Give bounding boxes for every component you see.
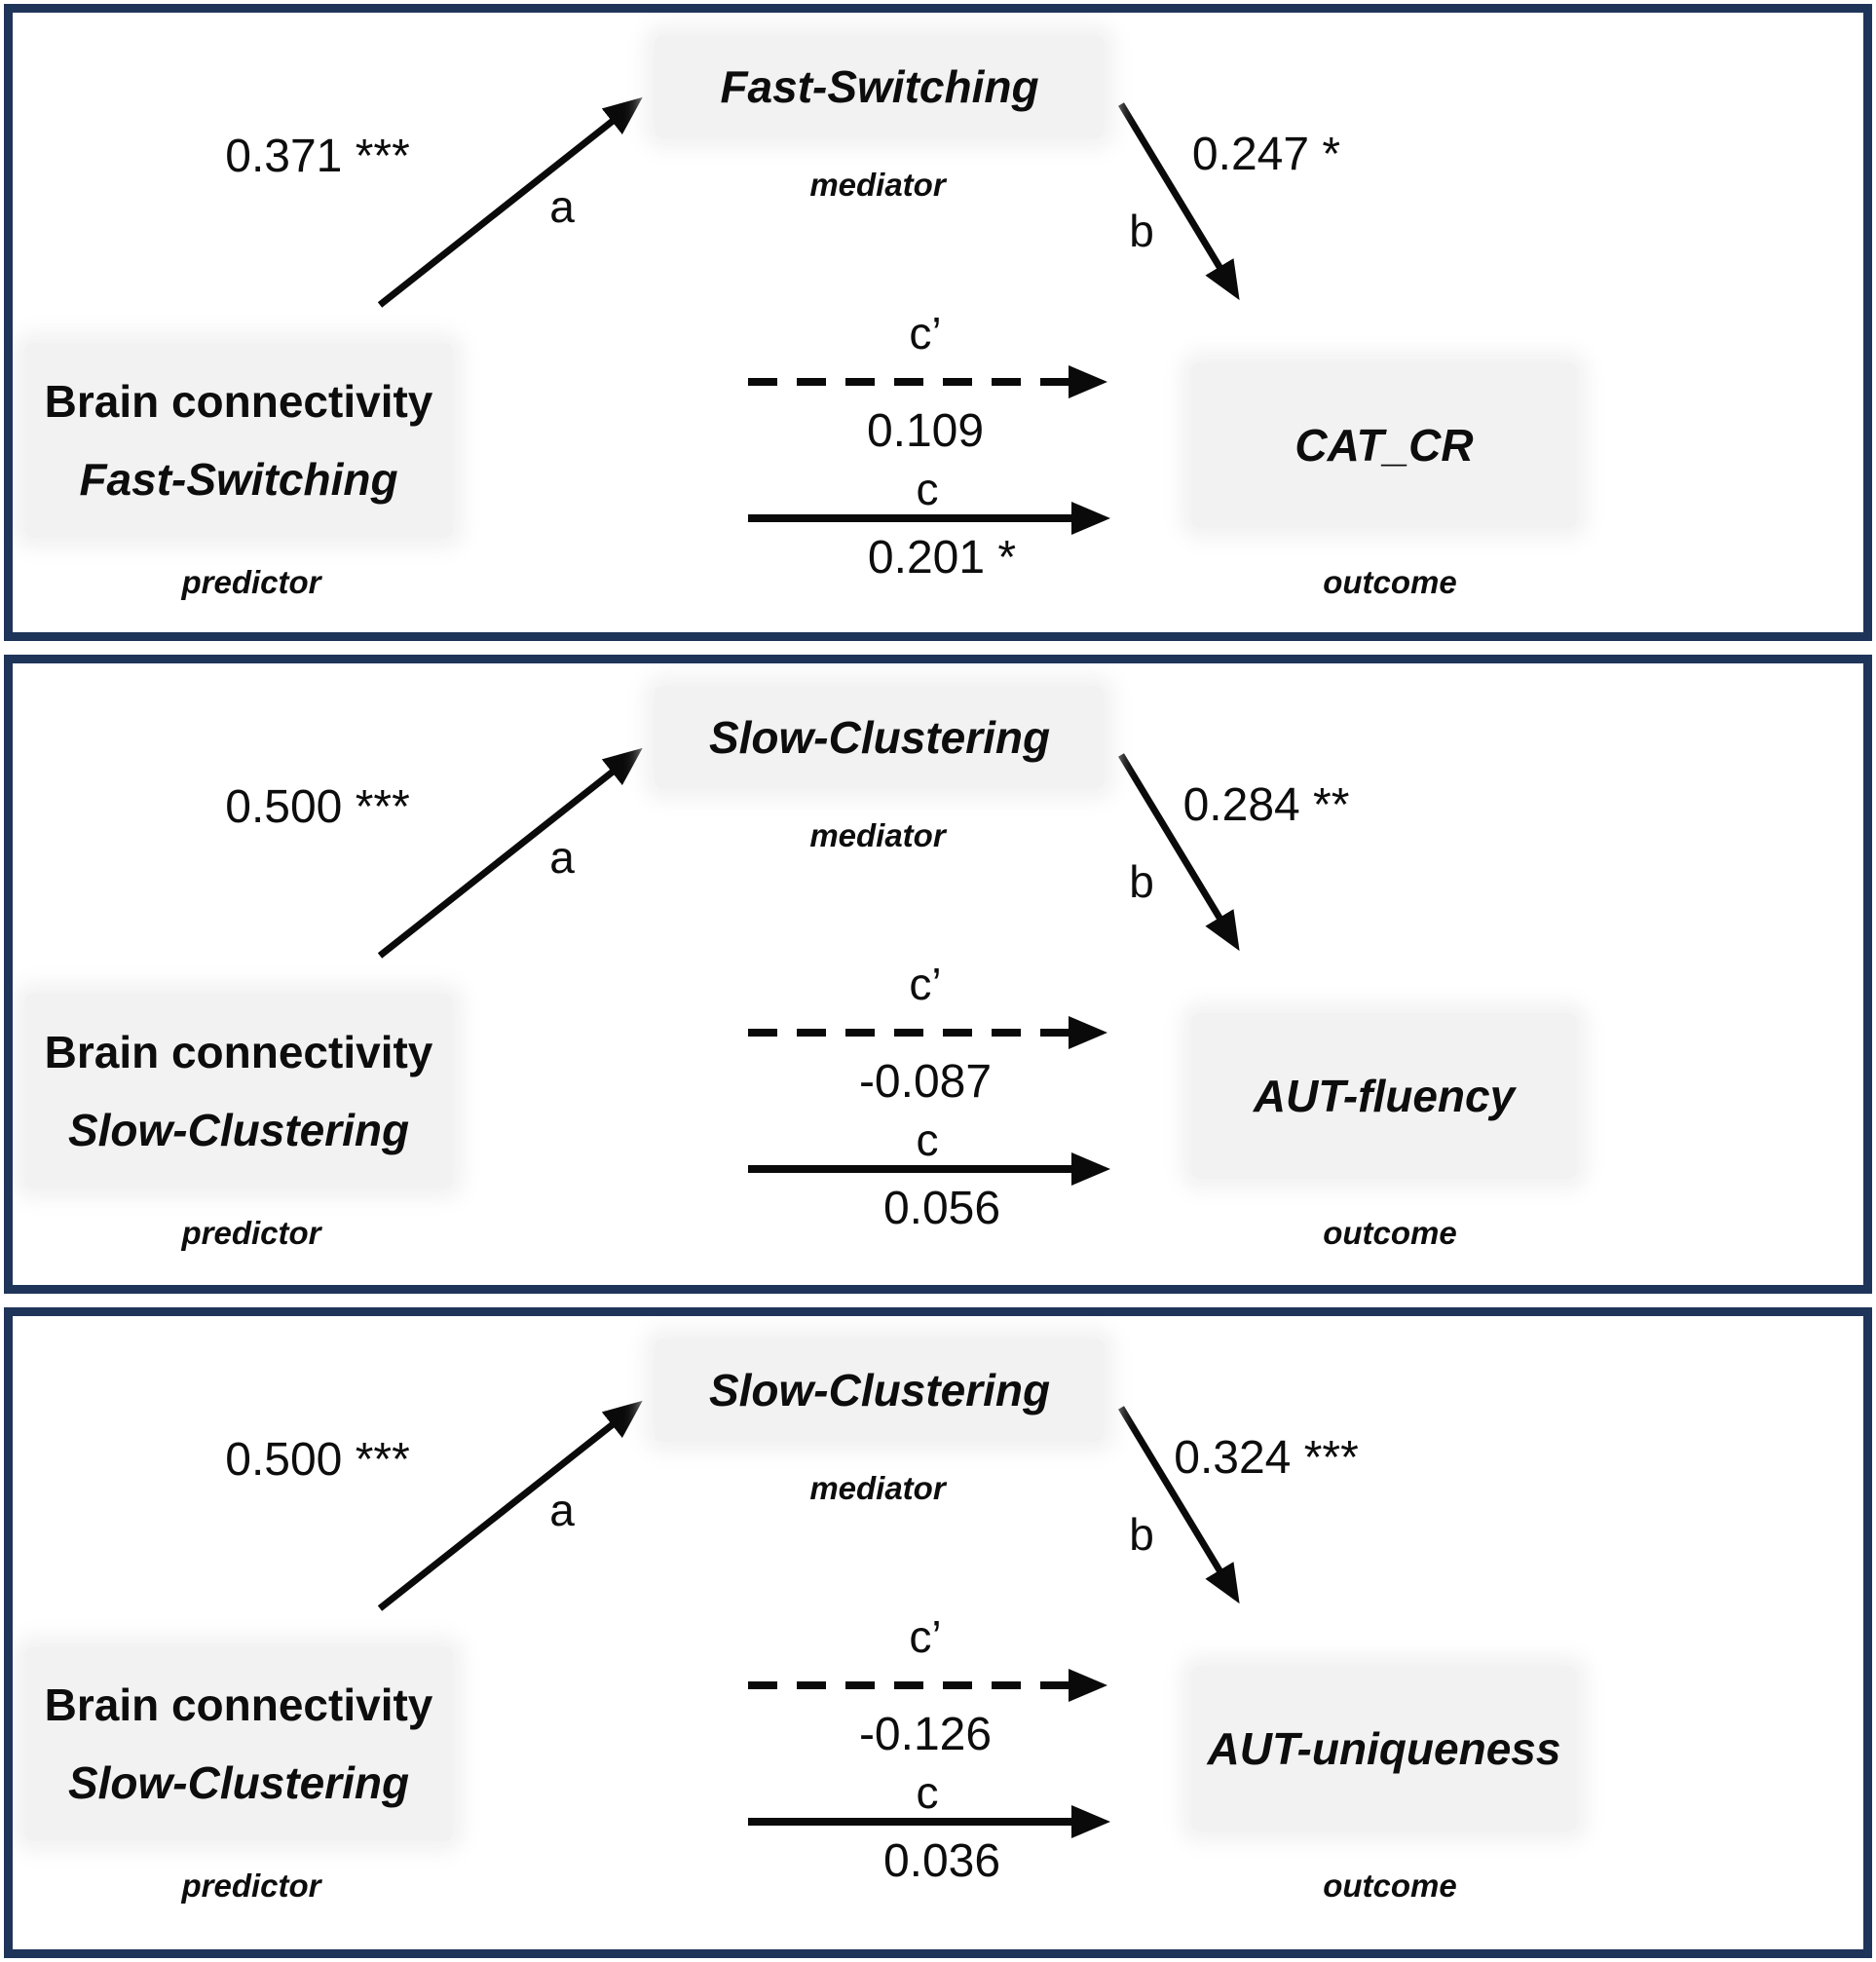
outcome-title: AUT-fluency [1253, 1071, 1516, 1121]
outcome-role-label: outcome [1323, 564, 1457, 600]
panel-slow-clustering-aut-fluency: Slow-Clustering mediator 0.500 *** a 0.2… [4, 655, 1872, 1294]
predictor-role-label: predictor [181, 1868, 321, 1904]
outcome-role-label: outcome [1323, 1215, 1457, 1251]
path-a-value: 0.371 *** [225, 131, 410, 182]
outcome-box: AUT-fluency [1191, 1013, 1577, 1179]
path-c-prime-label: c’ [909, 1611, 942, 1662]
mediator-title: Slow-Clustering [708, 1365, 1051, 1415]
path-b-label: b [1129, 1509, 1154, 1560]
path-a-value: 0.500 *** [225, 781, 410, 833]
panel-fast-switching-catcr: Fast-Switching mediator 0.371 *** a 0.24… [4, 4, 1872, 641]
path-c-prime-value: 0.109 [866, 405, 985, 457]
predictor-title-line2: Slow-Clustering [67, 1105, 410, 1155]
predictor-box: Brain connectivity Slow-Clustering [24, 1646, 453, 1841]
panel-slow-clustering-aut-uniqueness: Slow-Clustering mediator 0.500 *** a 0.3… [4, 1307, 1872, 1958]
path-c-value: 0.056 [882, 1183, 1001, 1234]
mediator-role-label: mediator [809, 817, 946, 853]
path-c-value: 0.201 * [867, 532, 1017, 584]
predictor-title-line1: Brain connectivity [44, 1679, 433, 1730]
outcome-role-label: outcome [1323, 1868, 1457, 1904]
path-b-label: b [1129, 856, 1154, 907]
path-b-value: 0.284 ** [1182, 779, 1350, 831]
predictor-box: Brain connectivity Fast-Switching [24, 343, 453, 538]
outcome-title: AUT-uniqueness [1207, 1723, 1561, 1774]
predictor-title-line2: Slow-Clustering [67, 1757, 410, 1808]
path-c-label: c [916, 464, 939, 514]
path-a-label: a [549, 181, 575, 232]
path-c-value: 0.036 [882, 1835, 1001, 1887]
mediator-box: Fast-Switching [655, 35, 1105, 138]
mediator-role-label: mediator [809, 1470, 946, 1506]
path-c-label: c [916, 1767, 939, 1818]
mediator-title: Fast-Switching [720, 61, 1039, 112]
mediator-box: Slow-Clustering [655, 1339, 1105, 1442]
predictor-role-label: predictor [181, 564, 321, 600]
path-c-prime-value: -0.126 [858, 1709, 993, 1760]
mediator-role-label: mediator [809, 167, 946, 203]
path-c-prime-value: -0.087 [858, 1056, 993, 1108]
mediator-box: Slow-Clustering [655, 686, 1105, 789]
path-a-value: 0.500 *** [225, 1434, 410, 1486]
path-a-label: a [549, 832, 575, 883]
mediator-title: Slow-Clustering [708, 712, 1051, 763]
predictor-title-line2: Fast-Switching [79, 454, 398, 505]
outcome-box: CAT_CR [1191, 362, 1577, 528]
path-c-prime-label: c’ [909, 959, 942, 1009]
predictor-title-line1: Brain connectivity [44, 1027, 433, 1077]
predictor-box: Brain connectivity Slow-Clustering [24, 994, 453, 1189]
path-a-label: a [549, 1485, 575, 1535]
path-b-value: 0.324 *** [1174, 1432, 1359, 1484]
path-c-label: c [916, 1114, 939, 1165]
path-b-value: 0.247 * [1191, 129, 1341, 180]
predictor-title-line1: Brain connectivity [44, 376, 433, 427]
predictor-role-label: predictor [181, 1215, 321, 1251]
outcome-title: CAT_CR [1294, 420, 1474, 471]
path-b-label: b [1129, 206, 1154, 256]
outcome-box: AUT-uniqueness [1191, 1666, 1577, 1831]
path-c-prime-label: c’ [909, 308, 942, 358]
